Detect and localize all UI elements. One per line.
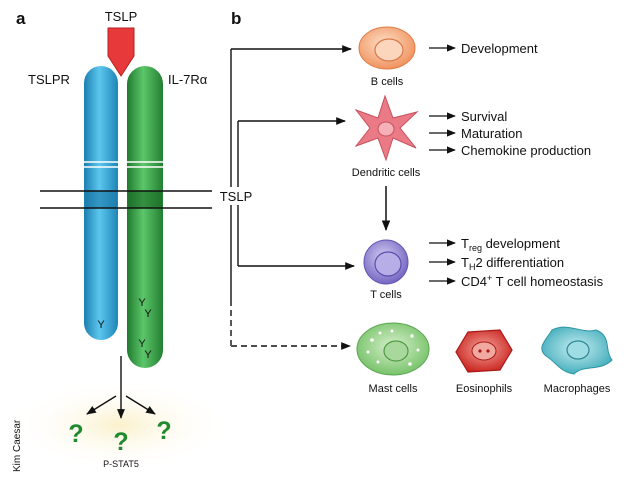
tslp-ligand-label: TSLP [105,9,138,24]
signal-arrow-left [86,395,117,415]
macrophage [541,326,613,375]
cd4-homeostasis-text: CD4+ T cell homeostasis [461,273,604,289]
tyrosine-mark: Y [138,338,146,350]
unknown-pathway-mark: ? [113,428,128,456]
tyrosine-mark: Y [97,319,105,331]
panel-a-letter: a [16,9,26,28]
tyrosine-mark: Y [138,297,146,309]
dc-effect: Chemokine production [461,143,591,158]
tslpr-label: TSLPR [28,72,70,87]
unknown-pathway-mark: ? [68,420,83,448]
t-cell [363,239,409,285]
signal-arrow-right [125,395,156,415]
il7ra-label: IL-7Rα [168,72,208,87]
dendritic-cells-label: Dendritic cells [352,167,421,179]
tyrosine-mark: Y [144,349,152,361]
signal-glow [10,379,230,471]
pstat5-label: P-STAT5 [103,459,139,469]
b-cell [358,26,416,70]
tslp-ligand-shape [107,27,135,77]
unknown-pathway-mark: ? [156,417,171,445]
t-cells-label: T cells [370,289,402,301]
tslpr-chain [84,66,118,340]
dendritic-cell [354,94,419,162]
treg-development-text: Treg development [461,236,560,253]
tslp-center-label: TSLP [220,189,253,204]
image-credit: Kim Caesar [12,419,23,472]
mast-cell [356,322,430,376]
dc-effect: Survival [461,109,507,124]
tyrosine-mark: Y [144,308,152,320]
tslp-label-bg [214,187,258,205]
eosinophils-label: Eosinophils [456,383,513,395]
eosinophil [455,329,513,373]
il7ra-chain [127,66,163,368]
b-cell-effect: Development [461,41,538,56]
macrophages-label: Macrophages [544,383,611,395]
dc-effect: Maturation [461,126,522,141]
mast-cells-label: Mast cells [369,383,418,395]
th2-differentiation-text: TH2 differentiation [461,255,564,272]
panel-b-letter: b [231,9,241,28]
b-cells-label: B cells [371,76,404,88]
